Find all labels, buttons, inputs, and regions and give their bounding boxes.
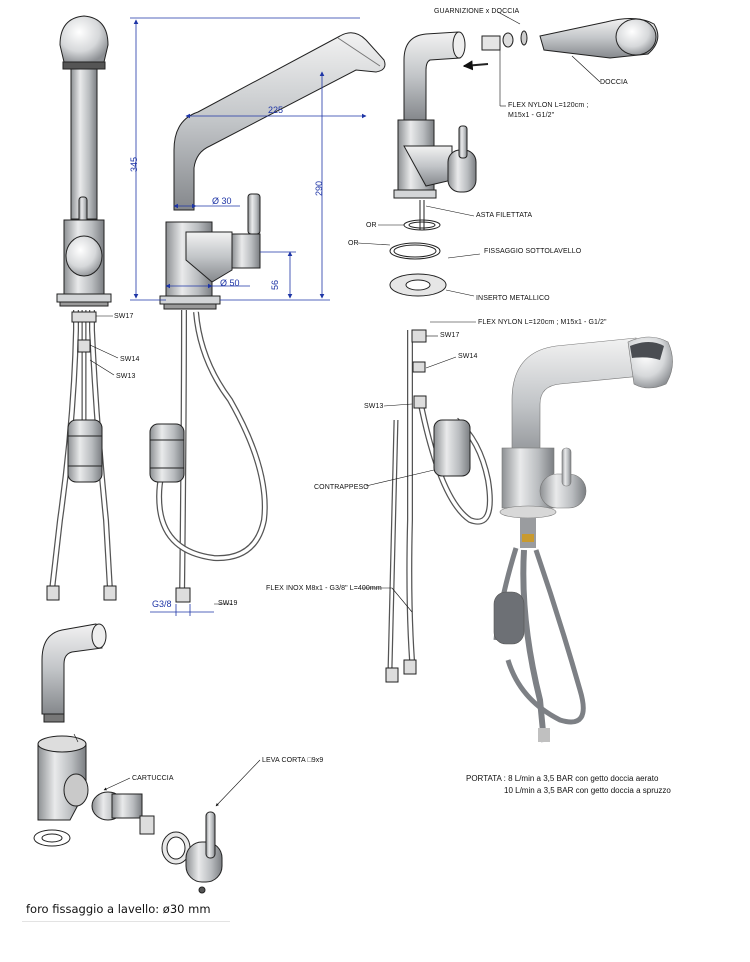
label-sw17-right: SW17 — [440, 332, 460, 339]
parts-view — [33, 623, 261, 894]
front-view — [46, 15, 119, 601]
reach-dim: 225 — [268, 105, 284, 115]
label-flex-nylon-inline: FLEX NYLON L=120cm ; M15x1 - G1/2" — [478, 319, 607, 326]
portata-line-1: PORTATA : 8 L/min a 3,5 BAR con getto do… — [466, 774, 659, 783]
label-flex-nylon-1: FLEX NYLON L=120cm ; — [508, 102, 589, 109]
label-doccia: DOCCIA — [600, 79, 628, 86]
label-leva: LEVA CORTA □9x9 — [262, 757, 324, 764]
label-or-2: OR — [348, 240, 359, 247]
footer-rule — [22, 921, 230, 922]
spout-height-dim: 290 — [314, 180, 324, 196]
thread-dim: G3/8 — [152, 599, 172, 609]
label-inserto: INSERTO METALLICO — [476, 295, 550, 302]
label-cartuccia: CARTUCCIA — [132, 775, 174, 782]
label-sw17-left: SW17 — [114, 313, 134, 320]
body-diameter-dim: Ø 50 — [220, 278, 240, 288]
label-sw14-right: SW14 — [458, 353, 478, 360]
label-or-1: OR — [366, 222, 377, 229]
body-height-dim: 56 — [270, 279, 280, 290]
label-sw13-left: SW13 — [116, 373, 136, 380]
label-sw14-left: SW14 — [120, 356, 140, 363]
footer-note: foro fissaggio a lavello: ø30 mm — [26, 902, 211, 916]
spout-diameter-dim: Ø 30 — [212, 196, 232, 206]
label-sw19: SW19 — [218, 600, 238, 607]
dimension-lines — [130, 17, 367, 616]
label-flex-nylon-2: M15x1 - G1/2" — [508, 112, 555, 119]
side-view — [149, 32, 386, 603]
label-sw13-right: SW13 — [364, 403, 384, 410]
height-total-dim: 345 — [129, 156, 139, 172]
label-flex-inox: FLEX INOX M8x1 - G3/8" L=400mm — [266, 585, 382, 592]
exploded-view — [214, 11, 659, 683]
label-guarnizione: GUARNIZIONE x DOCCIA — [434, 8, 520, 15]
label-fissaggio: FISSAGGIO SOTTOLAVELLO — [484, 248, 582, 255]
label-asta: ASTA FILETTATA — [476, 212, 533, 219]
portata-line-2: 10 L/min a 3,5 BAR con getto doccia a sp… — [504, 786, 671, 795]
label-contrappeso: CONTRAPPESO — [314, 484, 369, 491]
render-view — [493, 336, 673, 743]
